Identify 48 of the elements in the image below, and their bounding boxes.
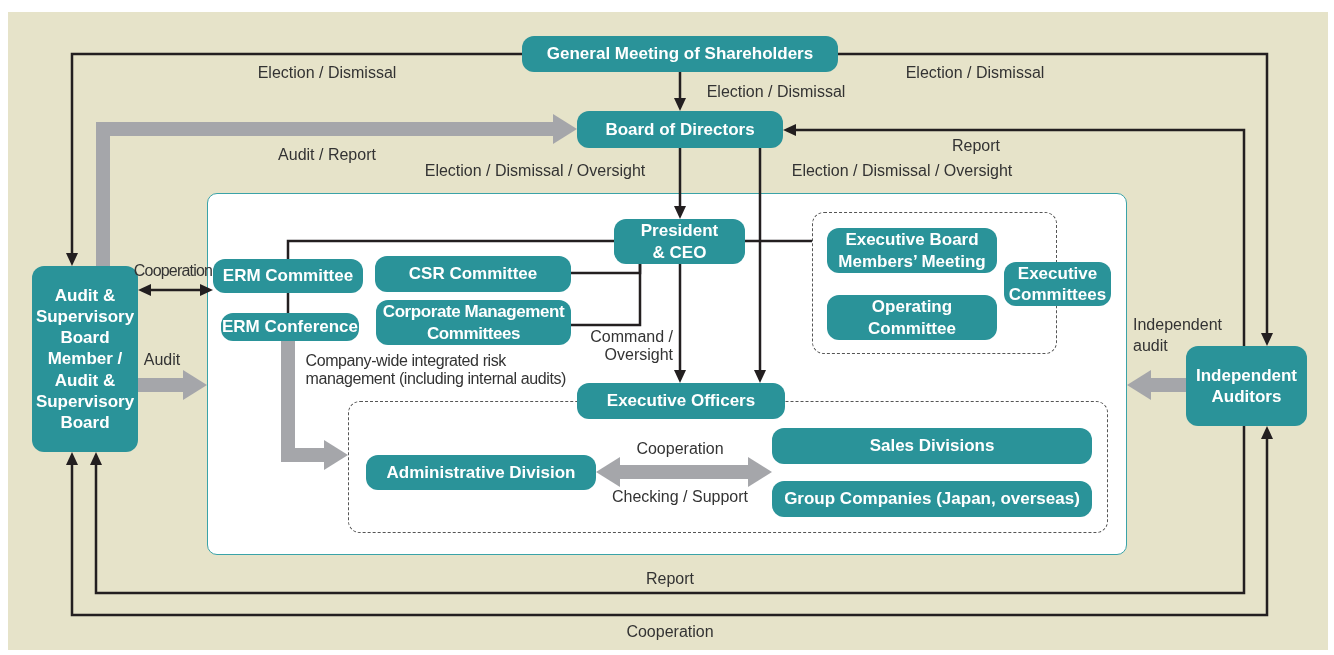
process-box: General Meeting of Shareholders (522, 36, 838, 72)
wide-arrow (596, 457, 772, 487)
edge-label: Election / Dismissal / Oversight (424, 161, 646, 181)
arrow (90, 426, 1246, 595)
connector-line (286, 293, 290, 313)
edge-label: Election / Dismissal (706, 82, 846, 102)
process-box: Executive Officers (577, 383, 785, 419)
edge-label: Company-wide integrated risk management (including internal audits) (305, 351, 567, 389)
arrow (754, 148, 766, 383)
process-box: President & CEO (614, 219, 745, 264)
wide-arrow (1127, 370, 1186, 400)
edge-label: Command / Oversight (589, 327, 673, 365)
edge-label: Checking / Support (611, 487, 749, 507)
edge-label: Cooperation (626, 622, 714, 642)
process-box: CSR Committee (375, 256, 571, 292)
edge-label: Election / Dismissal (257, 63, 397, 83)
process-box: Operating Committee (827, 295, 997, 340)
edge-label: Report (952, 136, 1000, 156)
connector-line (286, 239, 614, 259)
process-box: Executive Board Members’ Meeting (827, 228, 997, 273)
edge-label: Audit / Report (278, 145, 376, 165)
process-box: ERM Conference (221, 313, 359, 341)
arrow (674, 148, 686, 219)
wide-arrow (281, 341, 348, 470)
process-box: Corporate Management Committees (376, 300, 571, 345)
process-box: Executive Committees (1004, 262, 1111, 306)
process-box: Sales Divisions (772, 428, 1092, 464)
arrow (138, 284, 213, 296)
edge-label: Election / Dismissal (905, 63, 1045, 83)
connector-line (571, 264, 642, 327)
wide-arrow (138, 370, 207, 400)
arrow (783, 124, 1246, 346)
arrow (674, 264, 686, 383)
process-box: Administrative Division (366, 455, 596, 490)
arrow (66, 52, 522, 266)
process-box: Group Companies (Japan, overseas) (772, 481, 1092, 517)
arrow (66, 426, 1273, 617)
process-box: ERM Committee (213, 259, 363, 293)
wide-arrow (96, 114, 577, 266)
arrow (674, 72, 686, 111)
process-box: Board of Directors (577, 111, 783, 148)
connector-line (745, 239, 812, 243)
edge-label: Report (646, 569, 694, 589)
edge-label: Election / Dismissal / Oversight (791, 161, 1013, 181)
edge-label: Cooperation (636, 439, 724, 459)
arrow (838, 52, 1273, 346)
edge-label: Audit (143, 350, 181, 370)
process-box: Independent Auditors (1186, 346, 1307, 426)
